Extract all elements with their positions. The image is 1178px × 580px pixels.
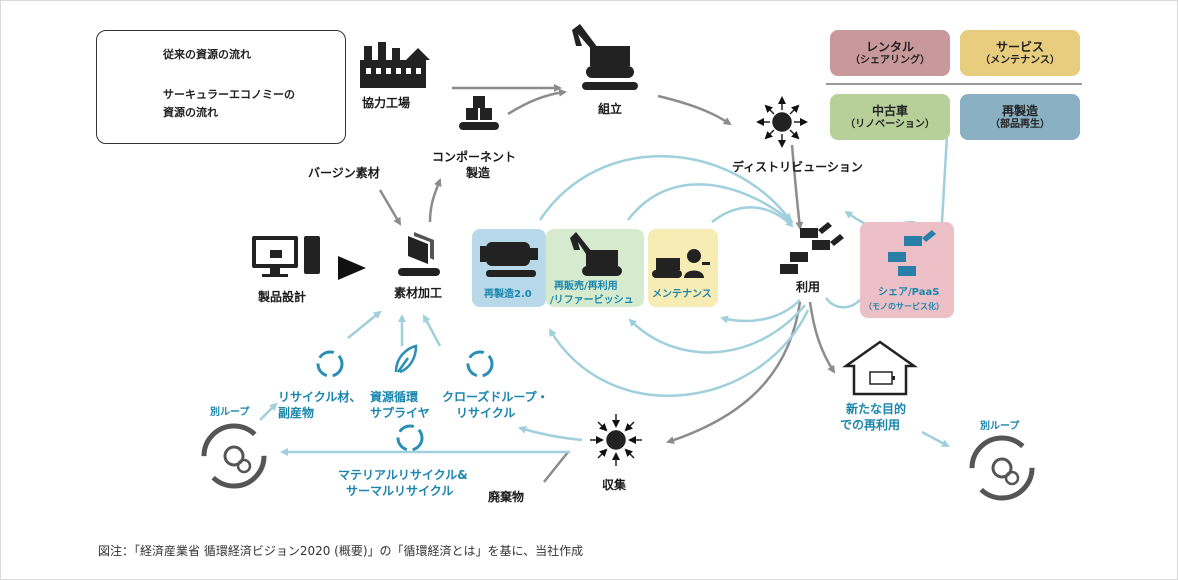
recycle-material-label-2: 副産物 <box>278 406 315 420</box>
share-excavators-icon <box>888 230 936 276</box>
recycle-icon-right <box>466 350 494 378</box>
material-recycle-label-1: マテリアルリサイクル& <box>338 468 468 482</box>
component-label-2: 製造 <box>466 166 491 180</box>
used-car-box: 中古車 （リノベーション） <box>830 94 950 140</box>
traditional-flow-arrows <box>378 84 836 483</box>
other-loop-right-icon <box>969 435 1035 501</box>
maintenance-label: メンテナンス <box>652 289 712 300</box>
component-label-1: コンポーネント <box>432 150 517 164</box>
service-label: サービス <box>995 40 1044 54</box>
material-sheet-icon <box>398 232 440 276</box>
use-label: 利用 <box>796 280 821 294</box>
figure-note: 図注：「経済産業省 循環経済ビジョン2020 (概要)」の「循環経済とは」を基に… <box>98 544 584 558</box>
virgin-material-label: バージン素材 <box>308 166 380 180</box>
collection-hub-icon <box>590 414 642 466</box>
material-processing-label: 素材加工 <box>394 286 443 300</box>
other-loop-left-icon <box>201 423 267 489</box>
collection-label: 収集 <box>602 478 627 492</box>
closed-loop-label-2: リサイクル <box>456 406 516 420</box>
rental-box: レンタル （シェアリング） <box>830 30 950 76</box>
supplier-label-2: サプライヤ <box>370 406 430 420</box>
resale-label-1: 再販売/再利用 <box>554 281 618 292</box>
circular-flow-arrows <box>259 117 950 456</box>
house-icon <box>842 340 918 396</box>
design-computer-icon <box>252 236 320 277</box>
reman-label: 再製造 <box>1001 104 1038 118</box>
use-excavators-icon <box>780 222 844 274</box>
used-car-label: 中古車 <box>871 104 908 118</box>
distribution-hub-icon <box>756 96 808 148</box>
recycle-icon-center <box>396 424 424 452</box>
recycle-icons <box>316 350 494 452</box>
other-loop-left-label: 別ループ <box>210 407 250 418</box>
share-label-2: （モノのサービス化） <box>864 302 944 311</box>
assembly-label: 組立 <box>598 102 623 116</box>
reman-sub-label: （部品再生） <box>990 119 1050 130</box>
resale-label-2: /リファービッシュ <box>550 295 634 306</box>
partner-factory-label: 協力工場 <box>362 96 411 110</box>
distribution-label: ディストリビューション <box>732 160 863 174</box>
waste-label: 廃棄物 <box>488 490 525 504</box>
service-sub-label: （メンテナンス） <box>980 55 1060 66</box>
product-design-label: 製品設計 <box>258 290 307 304</box>
factory-icon <box>360 42 430 88</box>
rental-sub-label: （シェアリング） <box>850 55 930 66</box>
reuse-label-1: 新たな目的 <box>846 402 907 416</box>
motor-icon <box>480 242 538 277</box>
rental-label: レンタル <box>865 40 914 54</box>
recycle-material-label-1: リサイクル材、 <box>278 390 362 404</box>
remanufacture-label: 再製造2.0 <box>484 289 532 300</box>
material-recycle-label-2: サーマルリサイクル <box>346 484 454 498</box>
reman-box: 再製造 （部品再生） <box>960 94 1080 140</box>
share-label-1: シェア/PaaS <box>878 287 940 298</box>
reuse-label-2: での再利用 <box>840 418 901 432</box>
other-loop-right-label: 別ループ <box>980 421 1020 432</box>
design-to-material-arrow <box>338 256 366 280</box>
supplier-label-1: 資源循環 <box>370 390 419 404</box>
maintenance-box <box>648 229 718 307</box>
legend-circular-label-2: 資源の流れ <box>163 106 218 119</box>
leaf-icon <box>394 344 418 374</box>
legend-circular-label-1: サーキュラーエコノミーの <box>163 88 295 101</box>
used-car-sub-label: （リノベーション） <box>845 119 935 130</box>
closed-loop-label-1: クローズドループ・ <box>442 390 549 404</box>
resale-excavator-icon <box>570 232 622 276</box>
component-boxes-icon <box>459 96 499 130</box>
maintenance-worker-icon <box>652 249 710 278</box>
assembly-excavator-icon <box>572 24 638 90</box>
service-box: サービス （メンテナンス） <box>960 30 1080 76</box>
legend: 従来の資源の流れ サーキュラーエコノミーの 資源の流れ <box>96 30 346 144</box>
legend-traditional-label: 従来の資源の流れ <box>163 48 251 61</box>
recycle-icon-left <box>316 350 344 378</box>
